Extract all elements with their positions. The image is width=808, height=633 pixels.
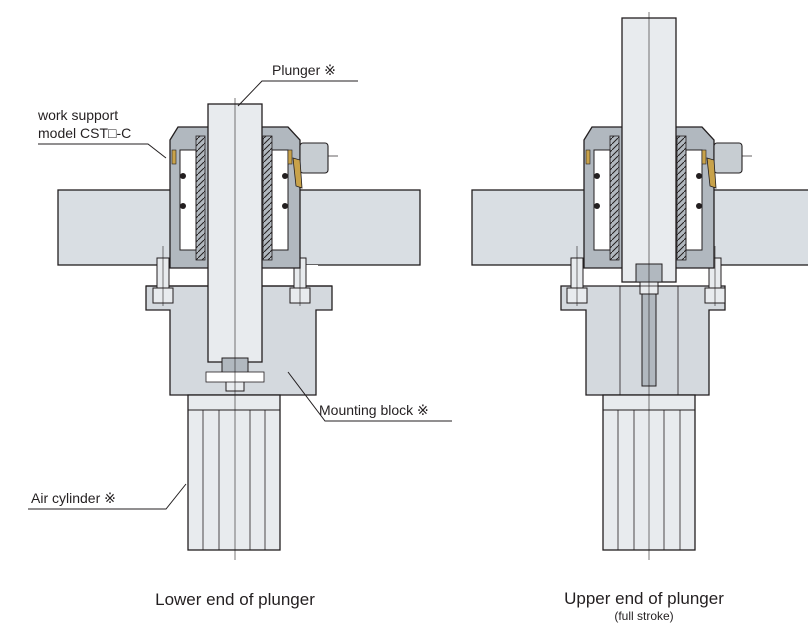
right-caption: Upper end of plunger [564, 589, 724, 608]
left-air-cylinder [187, 394, 281, 551]
plunger-label: Plunger ※ [272, 62, 336, 78]
air-cylinder-label: Air cylinder ※ [31, 490, 116, 506]
right-caption-sub: (full stroke) [614, 609, 673, 623]
left-assembly [57, 98, 421, 560]
left-bolt-1 [152, 246, 174, 306]
work-support-label-line2: model CST□-C [38, 125, 131, 141]
left-bolt-2 [289, 246, 311, 306]
mounting-block-label: Mounting block ※ [319, 402, 429, 418]
right-assembly [471, 12, 808, 560]
work-support-label-line1: work support [37, 107, 118, 123]
left-leaders [28, 80, 452, 510]
left-caption: Lower end of plunger [155, 590, 315, 609]
right-bolt-1 [566, 246, 588, 306]
